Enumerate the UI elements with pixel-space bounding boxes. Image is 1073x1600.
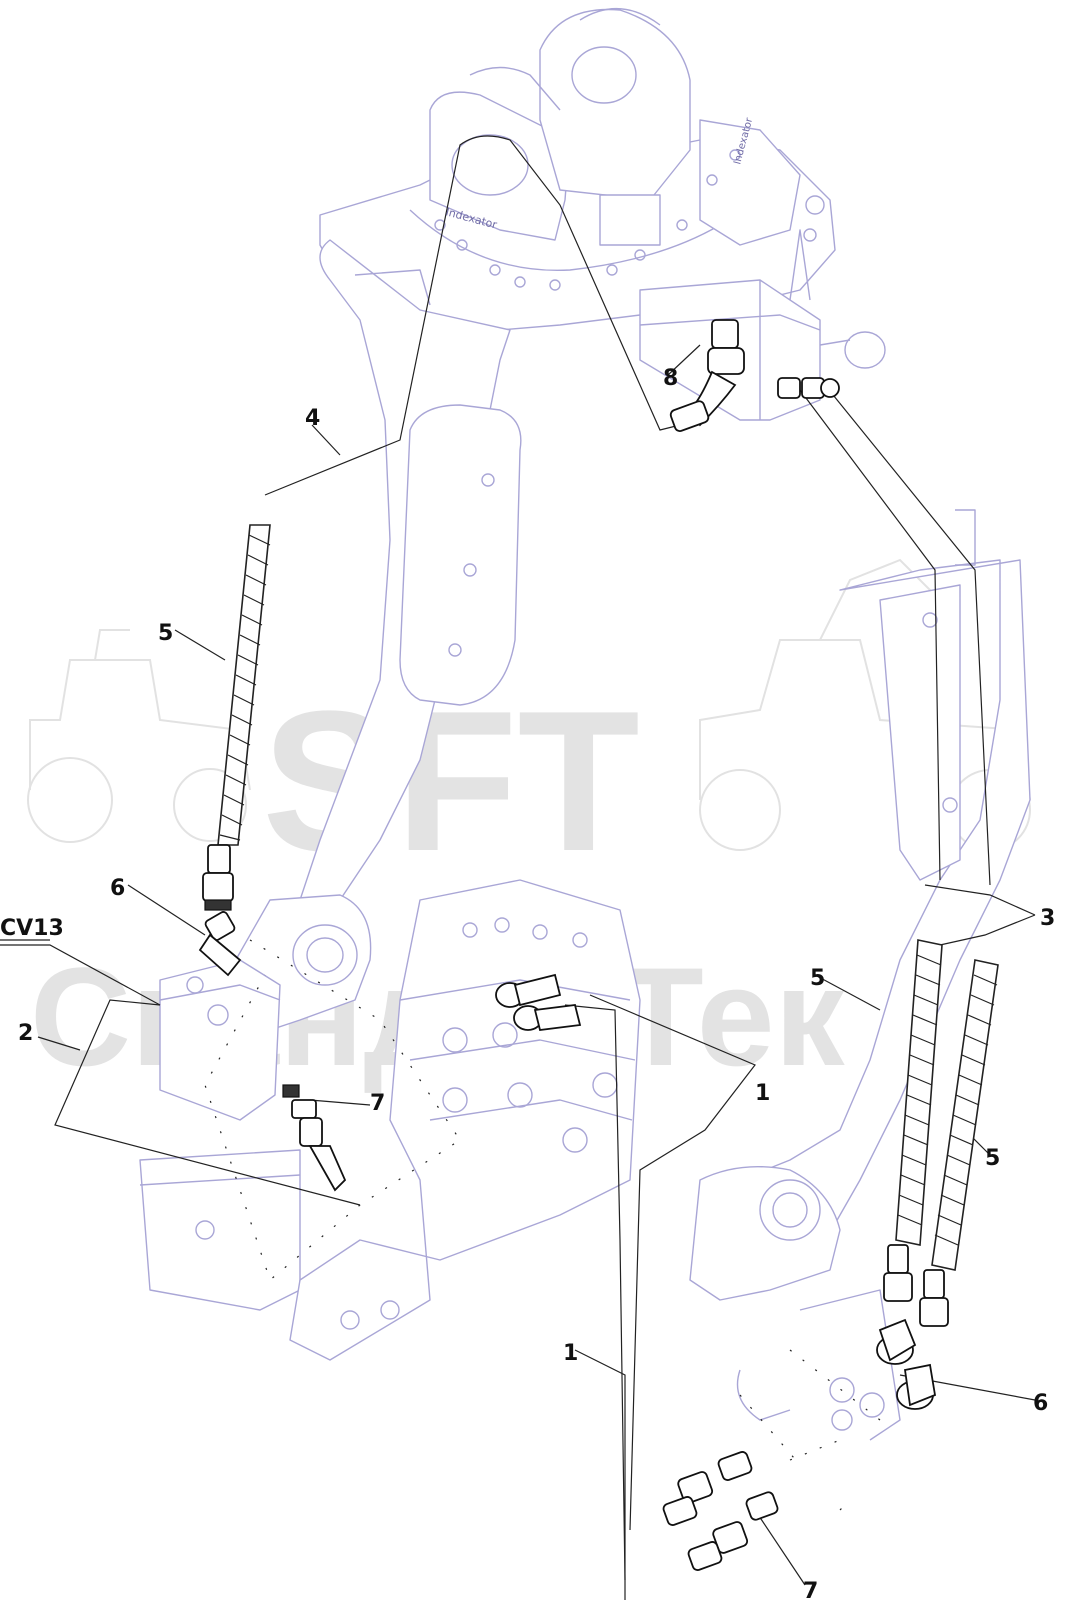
- leader-lines: [0, 135, 1036, 1600]
- label-7-left: 7: [370, 1091, 385, 1116]
- spiral-hose-left: [217, 524, 271, 846]
- fitting-7-left: [282, 1084, 347, 1192]
- watermark-tractor-left: [27, 629, 251, 843]
- rotator-side-fittings: [777, 377, 840, 399]
- label-8: 8: [663, 366, 678, 391]
- left-arm-upper: [269, 239, 522, 961]
- rotator-head: [319, 8, 836, 331]
- label-4: 4: [305, 406, 320, 431]
- watermark-tractor-right: [699, 558, 1031, 851]
- callout-labels: 4 8 5 6 CV13 2 7 1 1 3 5 5 6 7: [0, 366, 1055, 1600]
- label-1-lower: 1: [563, 1341, 578, 1366]
- label-7-bottom: 7: [803, 1579, 818, 1600]
- fitting-valve-center: [495, 973, 582, 1031]
- label-5-right-upper: 5: [810, 966, 825, 991]
- left-valve-block: [139, 959, 301, 1311]
- fittings: [198, 319, 949, 1571]
- fitting-bottom: [662, 1451, 779, 1571]
- label-5-left: 5: [158, 621, 173, 646]
- label-6-right: 6: [1033, 1391, 1048, 1416]
- label-3: 3: [1040, 906, 1055, 931]
- label-2: 2: [18, 1021, 33, 1046]
- spiral-hose-right-b: [931, 959, 999, 1271]
- main-control-valve: [289, 879, 641, 1361]
- spiral-hose-right-a: [895, 939, 943, 1246]
- fitting-6-left: [198, 844, 242, 977]
- label-6-left: 6: [110, 876, 125, 901]
- label-1-upper: 1: [755, 1081, 770, 1106]
- label-5-right-lower: 5: [985, 1146, 1000, 1171]
- label-cv13: CV13: [0, 916, 64, 941]
- fitting-right-hose-ends: [876, 1244, 949, 1410]
- right-arm: [689, 509, 1031, 1441]
- fitting-8: [669, 319, 745, 432]
